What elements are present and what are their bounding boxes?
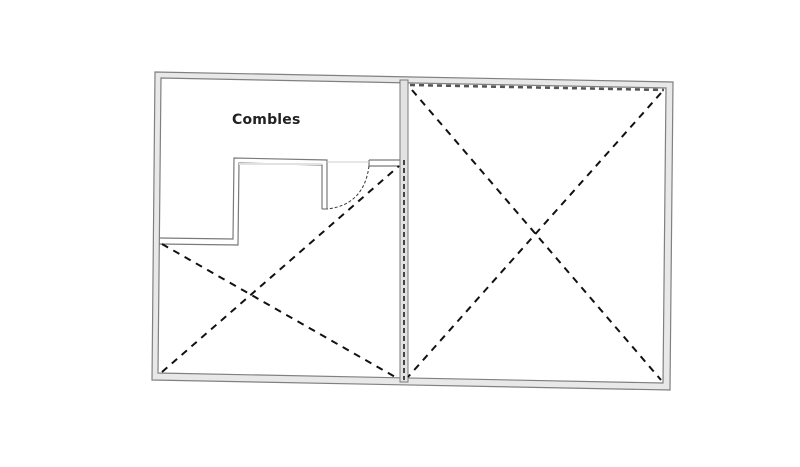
room-label-combles: Combles	[232, 112, 301, 128]
central-wall	[399, 79, 409, 383]
door	[326, 161, 370, 210]
right-room-diagonals	[407, 89, 662, 381]
top-right-wall-hatch	[409, 83, 665, 92]
left-room-diagonals	[161, 165, 400, 379]
wall-fill	[239, 163, 322, 165]
outer-walls	[151, 71, 674, 391]
